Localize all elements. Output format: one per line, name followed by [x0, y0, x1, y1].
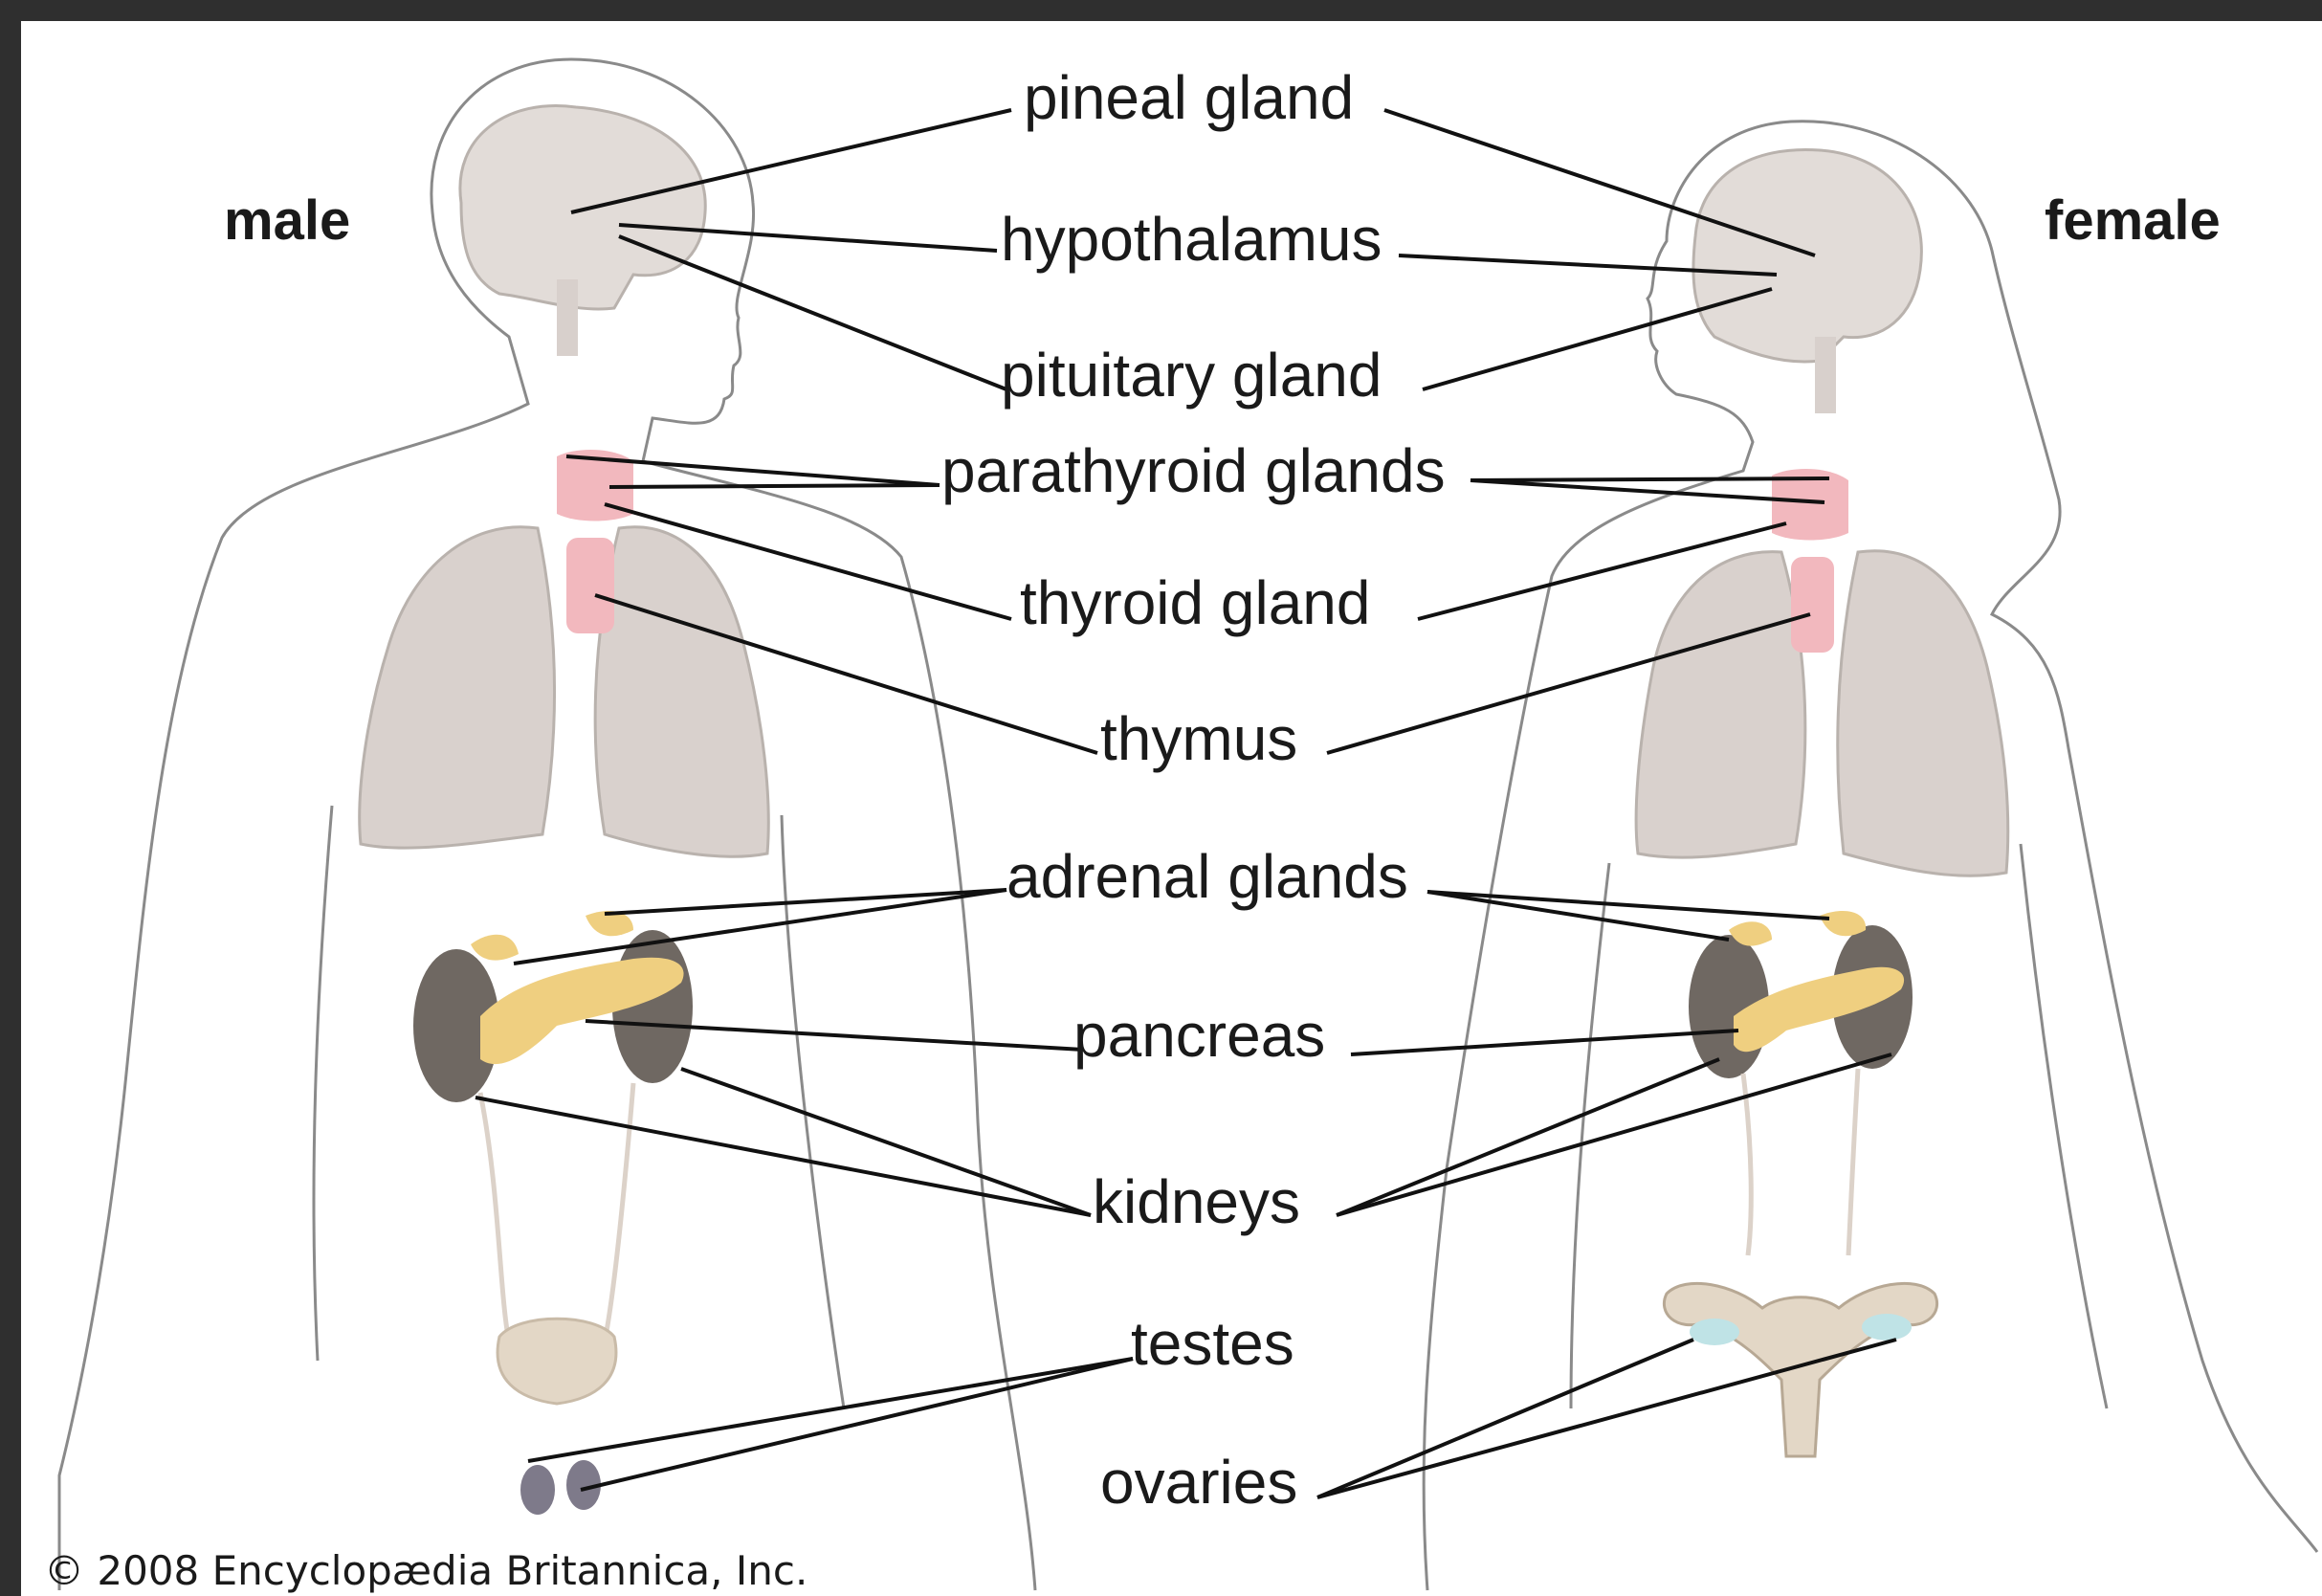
label-adrenal-glands: adrenal glands — [1006, 846, 1408, 907]
label-ovaries: ovaries — [1100, 1452, 1297, 1513]
label-female: female — [2045, 193, 2221, 249]
leader-adrenal-female-2 — [1427, 892, 1729, 940]
male-left-lung — [360, 527, 555, 848]
label-hypothalamus: hypothalamus — [1001, 209, 1382, 270]
leader-testes-2 — [581, 1359, 1133, 1490]
female-thymus — [1791, 557, 1834, 653]
female-right-lung — [1838, 551, 2008, 876]
label-thymus: thymus — [1100, 708, 1297, 769]
female-uterus — [1664, 1283, 1936, 1456]
female-spinal-cord — [1815, 337, 1836, 413]
male-thymus — [566, 538, 614, 633]
label-thyroid-gland: thyroid gland — [1020, 572, 1370, 633]
leader-kidneys-female-1 — [1337, 1059, 1719, 1215]
male-brain — [460, 105, 705, 309]
male-spinal-cord — [557, 279, 578, 356]
leader-adrenal-male-1 — [605, 890, 1006, 914]
leader-pituitary-male — [619, 236, 1006, 389]
label-pineal-gland: pineal gland — [1024, 67, 1354, 128]
label-pancreas: pancreas — [1073, 1005, 1325, 1066]
leader-parathyroid-female-2 — [1471, 480, 1824, 502]
label-male: male — [224, 193, 350, 249]
male-arm-inner — [314, 806, 844, 1408]
female-ureters — [1743, 1069, 1858, 1255]
leader-pancreas-female — [1351, 1031, 1738, 1054]
label-pituitary-gland: pituitary gland — [1001, 344, 1382, 406]
leader-kidneys-female-2 — [1337, 1054, 1891, 1215]
leader-kidneys-male-1 — [475, 1097, 1091, 1215]
female-figure — [1424, 122, 2317, 1590]
female-brain — [1693, 149, 1921, 362]
female-ovary-left — [1690, 1319, 1739, 1345]
female-left-lung — [1636, 552, 1805, 857]
leader-parathyroid-male-2 — [609, 485, 940, 487]
label-kidneys: kidneys — [1093, 1171, 1300, 1232]
male-right-lung — [595, 527, 768, 857]
leader-parathyroid-female-1 — [1471, 478, 1829, 480]
female-ovary-right — [1862, 1314, 1912, 1341]
leader-kidneys-male-2 — [681, 1069, 1091, 1215]
leader-testes-1 — [528, 1359, 1133, 1461]
female-right-adrenal — [1820, 911, 1866, 936]
male-left-adrenal — [471, 935, 519, 961]
leader-ovaries-1 — [1317, 1340, 1693, 1497]
leader-adrenal-male-2 — [514, 890, 1006, 964]
male-bladder — [498, 1319, 616, 1404]
label-testes: testes — [1131, 1313, 1294, 1374]
copyright-notice: © 2008 Encyclopædia Britannica, Inc. — [44, 1547, 807, 1594]
male-figure — [59, 59, 1035, 1590]
diagram-frame: male female pineal gland hypothalamus pi… — [21, 21, 2322, 1596]
male-testis-left — [520, 1465, 555, 1515]
label-parathyroid-glands: parathyroid glands — [941, 440, 1446, 501]
